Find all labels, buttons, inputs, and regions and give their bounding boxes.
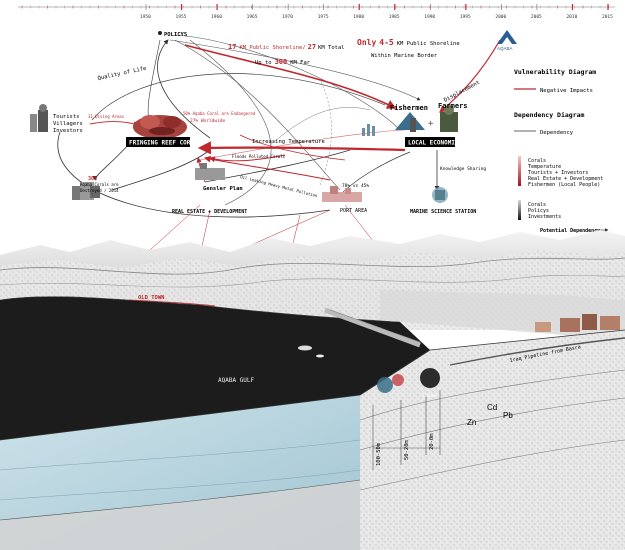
depth-label-1: 100-50m bbox=[376, 442, 382, 466]
zinc-label: Zn bbox=[467, 418, 476, 427]
timeline-year: 2010 bbox=[566, 14, 577, 20]
destroyed-annotation-a: 30% bbox=[88, 176, 97, 182]
policy-label: POLICYS bbox=[164, 32, 187, 38]
stakeholder-investors: Investors bbox=[53, 128, 83, 134]
endangered-annotation-a: 50% Aqaba Coral are Endangered bbox=[183, 111, 256, 116]
cadmium-label: Cd bbox=[487, 403, 497, 412]
timeline-year: 2000 bbox=[495, 14, 506, 20]
timeline-year: 1975 bbox=[318, 14, 329, 20]
stakeholder-villagers: Villagers bbox=[53, 121, 83, 127]
legend-black-item: Policys bbox=[528, 208, 549, 214]
corals-node: FRINGING REEF CORALS bbox=[126, 137, 202, 147]
gensler-label: Gensler Plan bbox=[203, 186, 243, 192]
timeline-year: 1995 bbox=[460, 14, 471, 20]
real-estate-label: REAL ESTATE + DEVELOPMENT bbox=[172, 209, 247, 215]
legend-red-item: Real Estate + Development bbox=[528, 176, 603, 182]
leader-label: Leader bbox=[423, 393, 438, 398]
gensler-plan-icon bbox=[195, 163, 225, 180]
policy-node: POLICYS bbox=[158, 31, 187, 38]
old-town-label: OLD TOWN bbox=[138, 295, 165, 301]
terrain-section bbox=[0, 230, 625, 550]
aqaba-logo bbox=[497, 30, 517, 44]
legend-red-item: Tourists + Investors bbox=[528, 170, 588, 176]
fishermen-label: Fishermen bbox=[390, 104, 428, 112]
port-area-icon bbox=[322, 186, 362, 202]
station-label: MARINE SCIENCE STATION bbox=[410, 209, 476, 215]
svg-text:+: + bbox=[428, 119, 434, 129]
legend-red-gradient bbox=[518, 156, 521, 186]
people-group-icon bbox=[30, 104, 48, 132]
economies-node: LOCAL ECONOMIES bbox=[405, 137, 463, 147]
legend-red-item: Corals bbox=[528, 158, 546, 164]
timeline-year: 1985 bbox=[389, 14, 400, 20]
oil-annotation: Oil Leaking Heavy Metal Pollution bbox=[240, 174, 319, 198]
legend-red-item: Temperature bbox=[528, 164, 561, 170]
timeline-year: 1980 bbox=[353, 14, 364, 20]
temperature-annotation: Increasing Temperature bbox=[252, 139, 325, 145]
economies-label: LOCAL ECONOMIES bbox=[408, 140, 463, 147]
stakeholders-node: Tourists Villagers Investors bbox=[53, 114, 83, 134]
legend: Vulnerability Diagram Negative Impacts D… bbox=[514, 68, 609, 234]
timeline-year: 2015 bbox=[602, 14, 613, 20]
legend-black-item: Corals bbox=[528, 202, 546, 208]
timeline: 1950 1955 1960 1965 1970 1975 1980 1985 1990 1995… bbox=[18, 4, 615, 20]
timeline-year: 1965 bbox=[247, 14, 258, 20]
stakeholder-tourists: Tourists bbox=[53, 114, 80, 120]
displacement-annotation: Displacement bbox=[443, 80, 481, 104]
marine-station-icon bbox=[432, 187, 448, 203]
timeline-ticks: 1950 1955 1960 1965 1970 1975 1980 1985 1990 1995… bbox=[21, 4, 613, 20]
legend-red-list: Corals Temperature Tourists + Investors … bbox=[528, 158, 603, 188]
development-buildings-icon bbox=[72, 182, 100, 200]
legend-potential: Potential Dependency bbox=[540, 228, 600, 234]
gulf-label: AQABA GULF bbox=[218, 377, 255, 384]
farmers-label: Farmers bbox=[438, 102, 468, 110]
timeline-year: 1970 bbox=[282, 14, 293, 20]
legend-black-item: Investments bbox=[528, 214, 561, 220]
timeline-year: 2005 bbox=[531, 14, 542, 20]
destroyed-annotation-c: Destroyed / 2014 bbox=[80, 188, 119, 193]
fishermen-farmers-icon: + bbox=[395, 105, 458, 132]
legend-negative: Negative Impacts bbox=[540, 88, 593, 94]
knowledge-annotation: Knowledge Sharing bbox=[440, 166, 486, 172]
destroyed-annotation-b: Aqaba Corals are bbox=[80, 182, 119, 187]
aqaba-logo-text: AQABA bbox=[497, 46, 513, 51]
floods-annotation: Floods Polluted Corals bbox=[232, 154, 286, 159]
diving-annotation: 31 Diving Areas bbox=[88, 114, 125, 119]
legend-black-gradient bbox=[518, 200, 521, 220]
timeline-year: 1990 bbox=[424, 14, 435, 20]
legend-dependency-title: Dependency Diagram bbox=[514, 111, 585, 119]
port-label: PORT AREA bbox=[340, 208, 367, 214]
lead-label: Pb bbox=[503, 411, 513, 420]
endangered-annotation-b: 27% Worldwide bbox=[190, 118, 226, 124]
legend-vulnerability-title: Vulnerability Diagram bbox=[514, 68, 596, 76]
corals-label: FRINGING REEF CORALS bbox=[129, 140, 202, 147]
economy-chart-icon bbox=[362, 124, 375, 136]
depth-label-3: 20-0m bbox=[429, 433, 435, 450]
timeline-year: 1955 bbox=[176, 14, 187, 20]
quality-annotation: Quality of Life bbox=[97, 66, 147, 82]
timeline-year: 1950 bbox=[140, 14, 151, 20]
percent-annotation: 78% vs 45% bbox=[342, 183, 369, 189]
coral-reef-icon bbox=[133, 115, 187, 139]
within-annotation: Within Marine Border bbox=[371, 53, 438, 59]
legend-dependency: Dependency bbox=[540, 130, 574, 136]
depth-label-2: 50-20m bbox=[404, 439, 410, 460]
legend-red-item: Fishermen (Local People) bbox=[528, 182, 600, 188]
timeline-year: 1960 bbox=[211, 14, 222, 20]
